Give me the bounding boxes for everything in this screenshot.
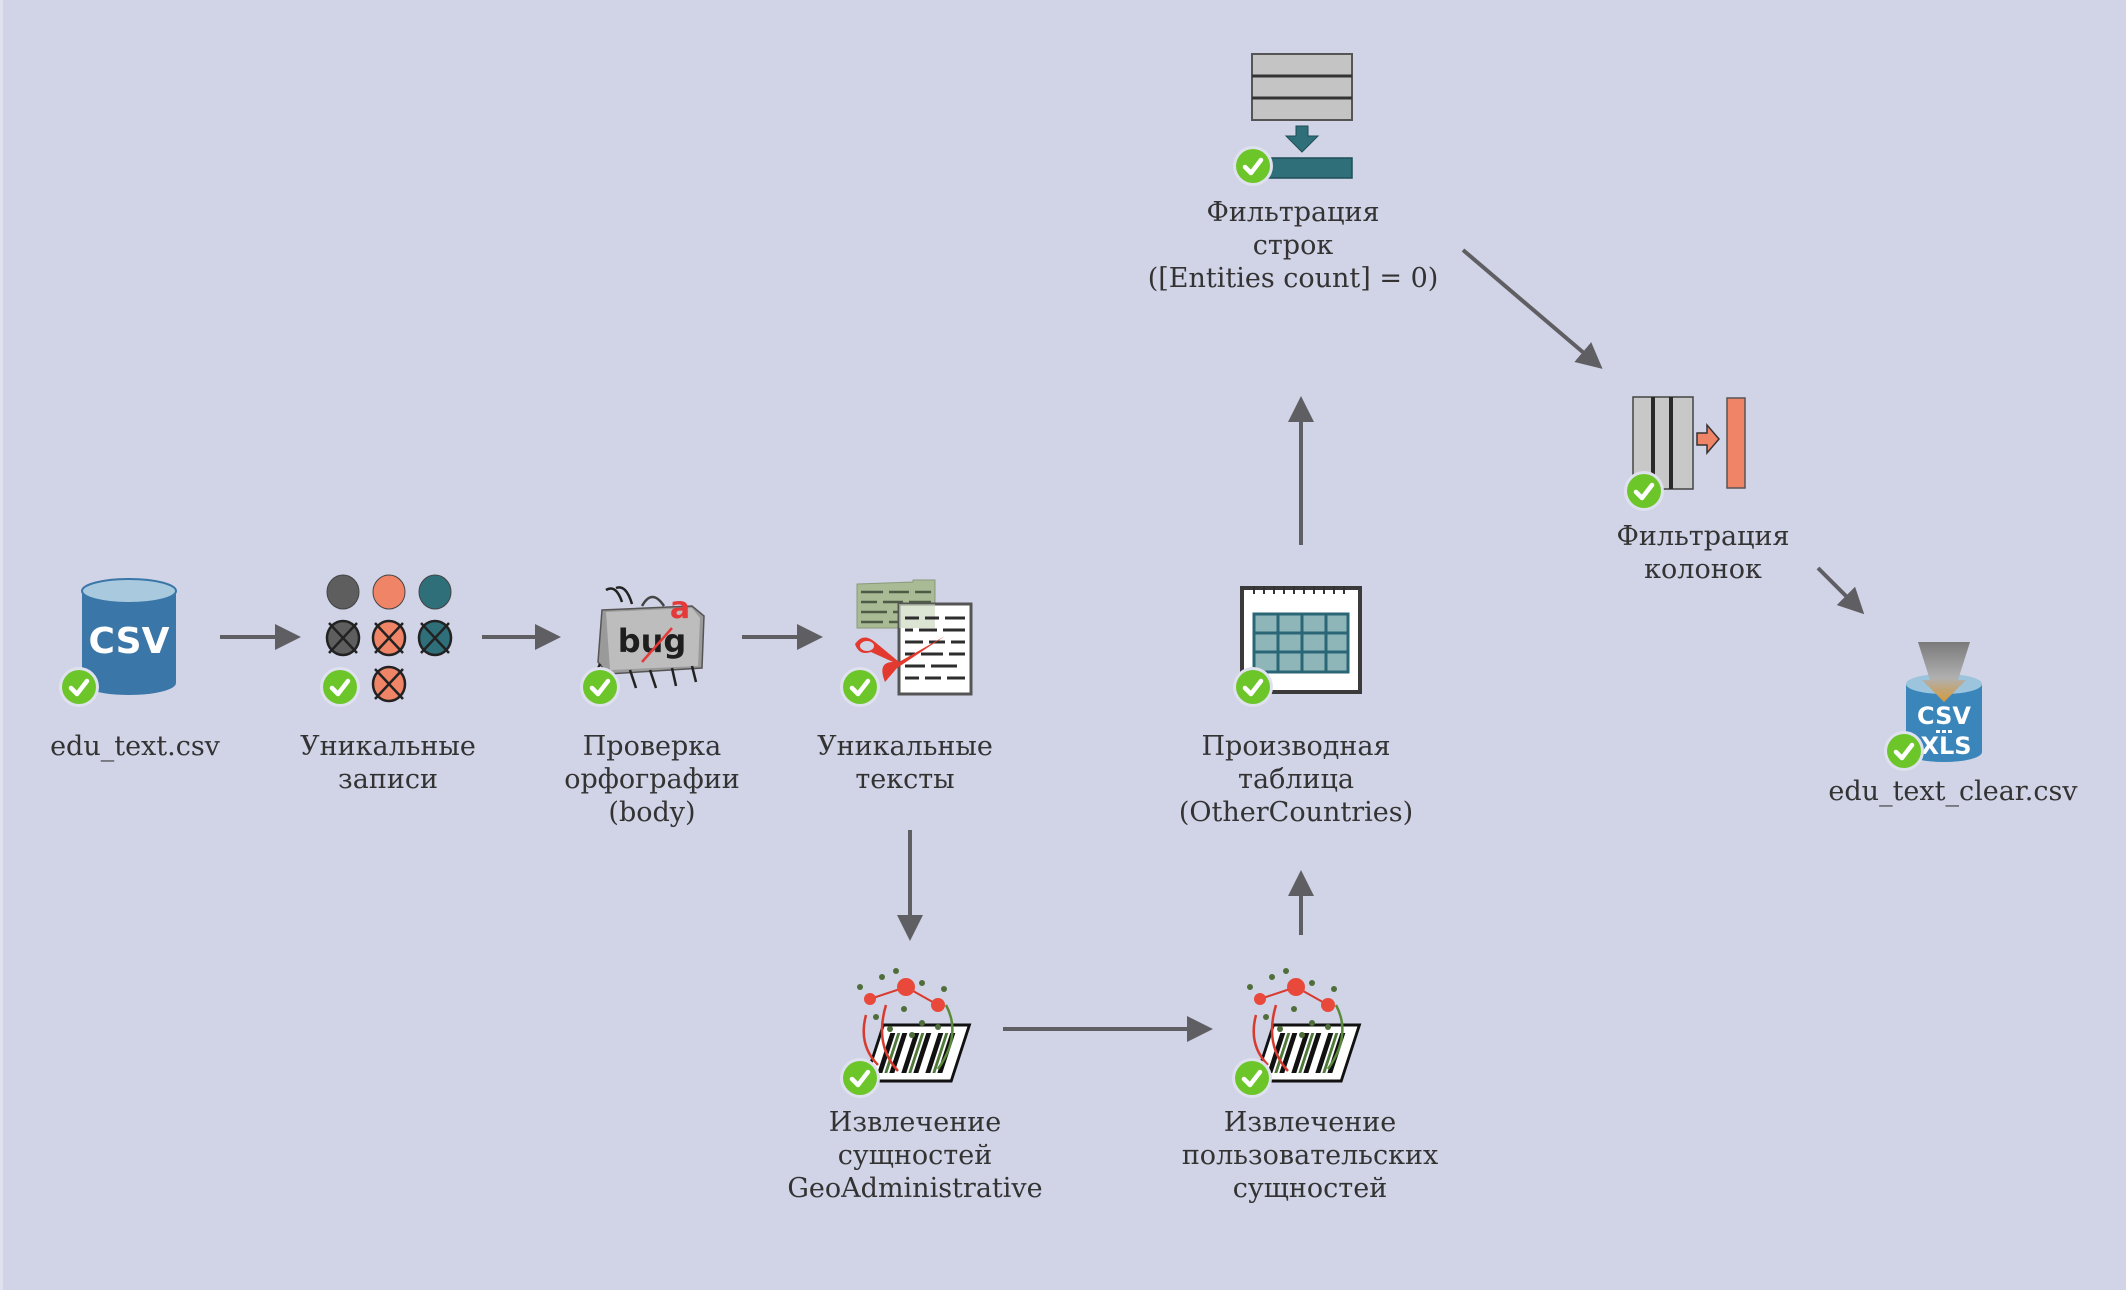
node-label: Фильтрация колонок — [1616, 521, 1790, 585]
unique-records-icon — [325, 572, 455, 707]
svg-text:CSV: CSV — [89, 621, 170, 662]
derived-table-icon — [1240, 584, 1362, 694]
node-label: edu_text.csv — [50, 731, 220, 762]
svg-text:CSV: CSV — [1917, 702, 1971, 730]
entity-extraction-graphic — [1247, 968, 1362, 1083]
entity-extraction-icon — [1236, 965, 1366, 1090]
entity-extraction-icon — [846, 965, 976, 1090]
status-success-icon — [843, 670, 877, 704]
csv-database-icon: CSV — [80, 577, 178, 697]
status-success-icon — [323, 670, 357, 704]
node-label: edu_text_clear.csv — [1828, 776, 2078, 807]
status-success-icon — [1236, 149, 1270, 183]
svg-text:a: a — [670, 591, 690, 626]
entity-extraction-graphic — [857, 968, 972, 1083]
row-filter-icon — [1250, 52, 1354, 182]
svg-text:bug: bug — [618, 622, 687, 660]
status-success-icon — [1887, 734, 1921, 768]
status-success-icon — [583, 670, 617, 704]
spellcheck-bug-icon: bug a — [592, 582, 712, 692]
node-label: Извлечение пользовательских сущностей — [1181, 1107, 1439, 1204]
node-label: Уникальные записи — [300, 731, 476, 795]
edge-arrow-row_filter-to-column_filter — [1461, 248, 1603, 369]
svg-text:XLS: XLS — [1920, 732, 1971, 760]
status-success-icon — [62, 670, 96, 704]
node-label: Извлечение сущностей GeoAdministrative — [787, 1107, 1043, 1204]
status-success-icon — [1627, 474, 1661, 508]
node-label: Уникальные тексты — [817, 731, 993, 795]
node-label: Производная таблица (OtherCountries) — [1178, 731, 1414, 828]
node-label: Фильтрация строк ([Entities count] = 0) — [1147, 197, 1439, 294]
status-success-icon — [1236, 670, 1270, 704]
status-success-icon — [1235, 1061, 1269, 1095]
status-success-icon — [843, 1061, 877, 1095]
csv-xls-export-icon: CSV XLS — [1902, 640, 1986, 766]
node-label: Проверка орфографии (body) — [564, 731, 740, 828]
unique-texts-icon — [853, 578, 975, 698]
edge-arrow-column_filter-to-csv_out — [1816, 566, 1865, 615]
column-filter-icon — [1631, 395, 1751, 491]
